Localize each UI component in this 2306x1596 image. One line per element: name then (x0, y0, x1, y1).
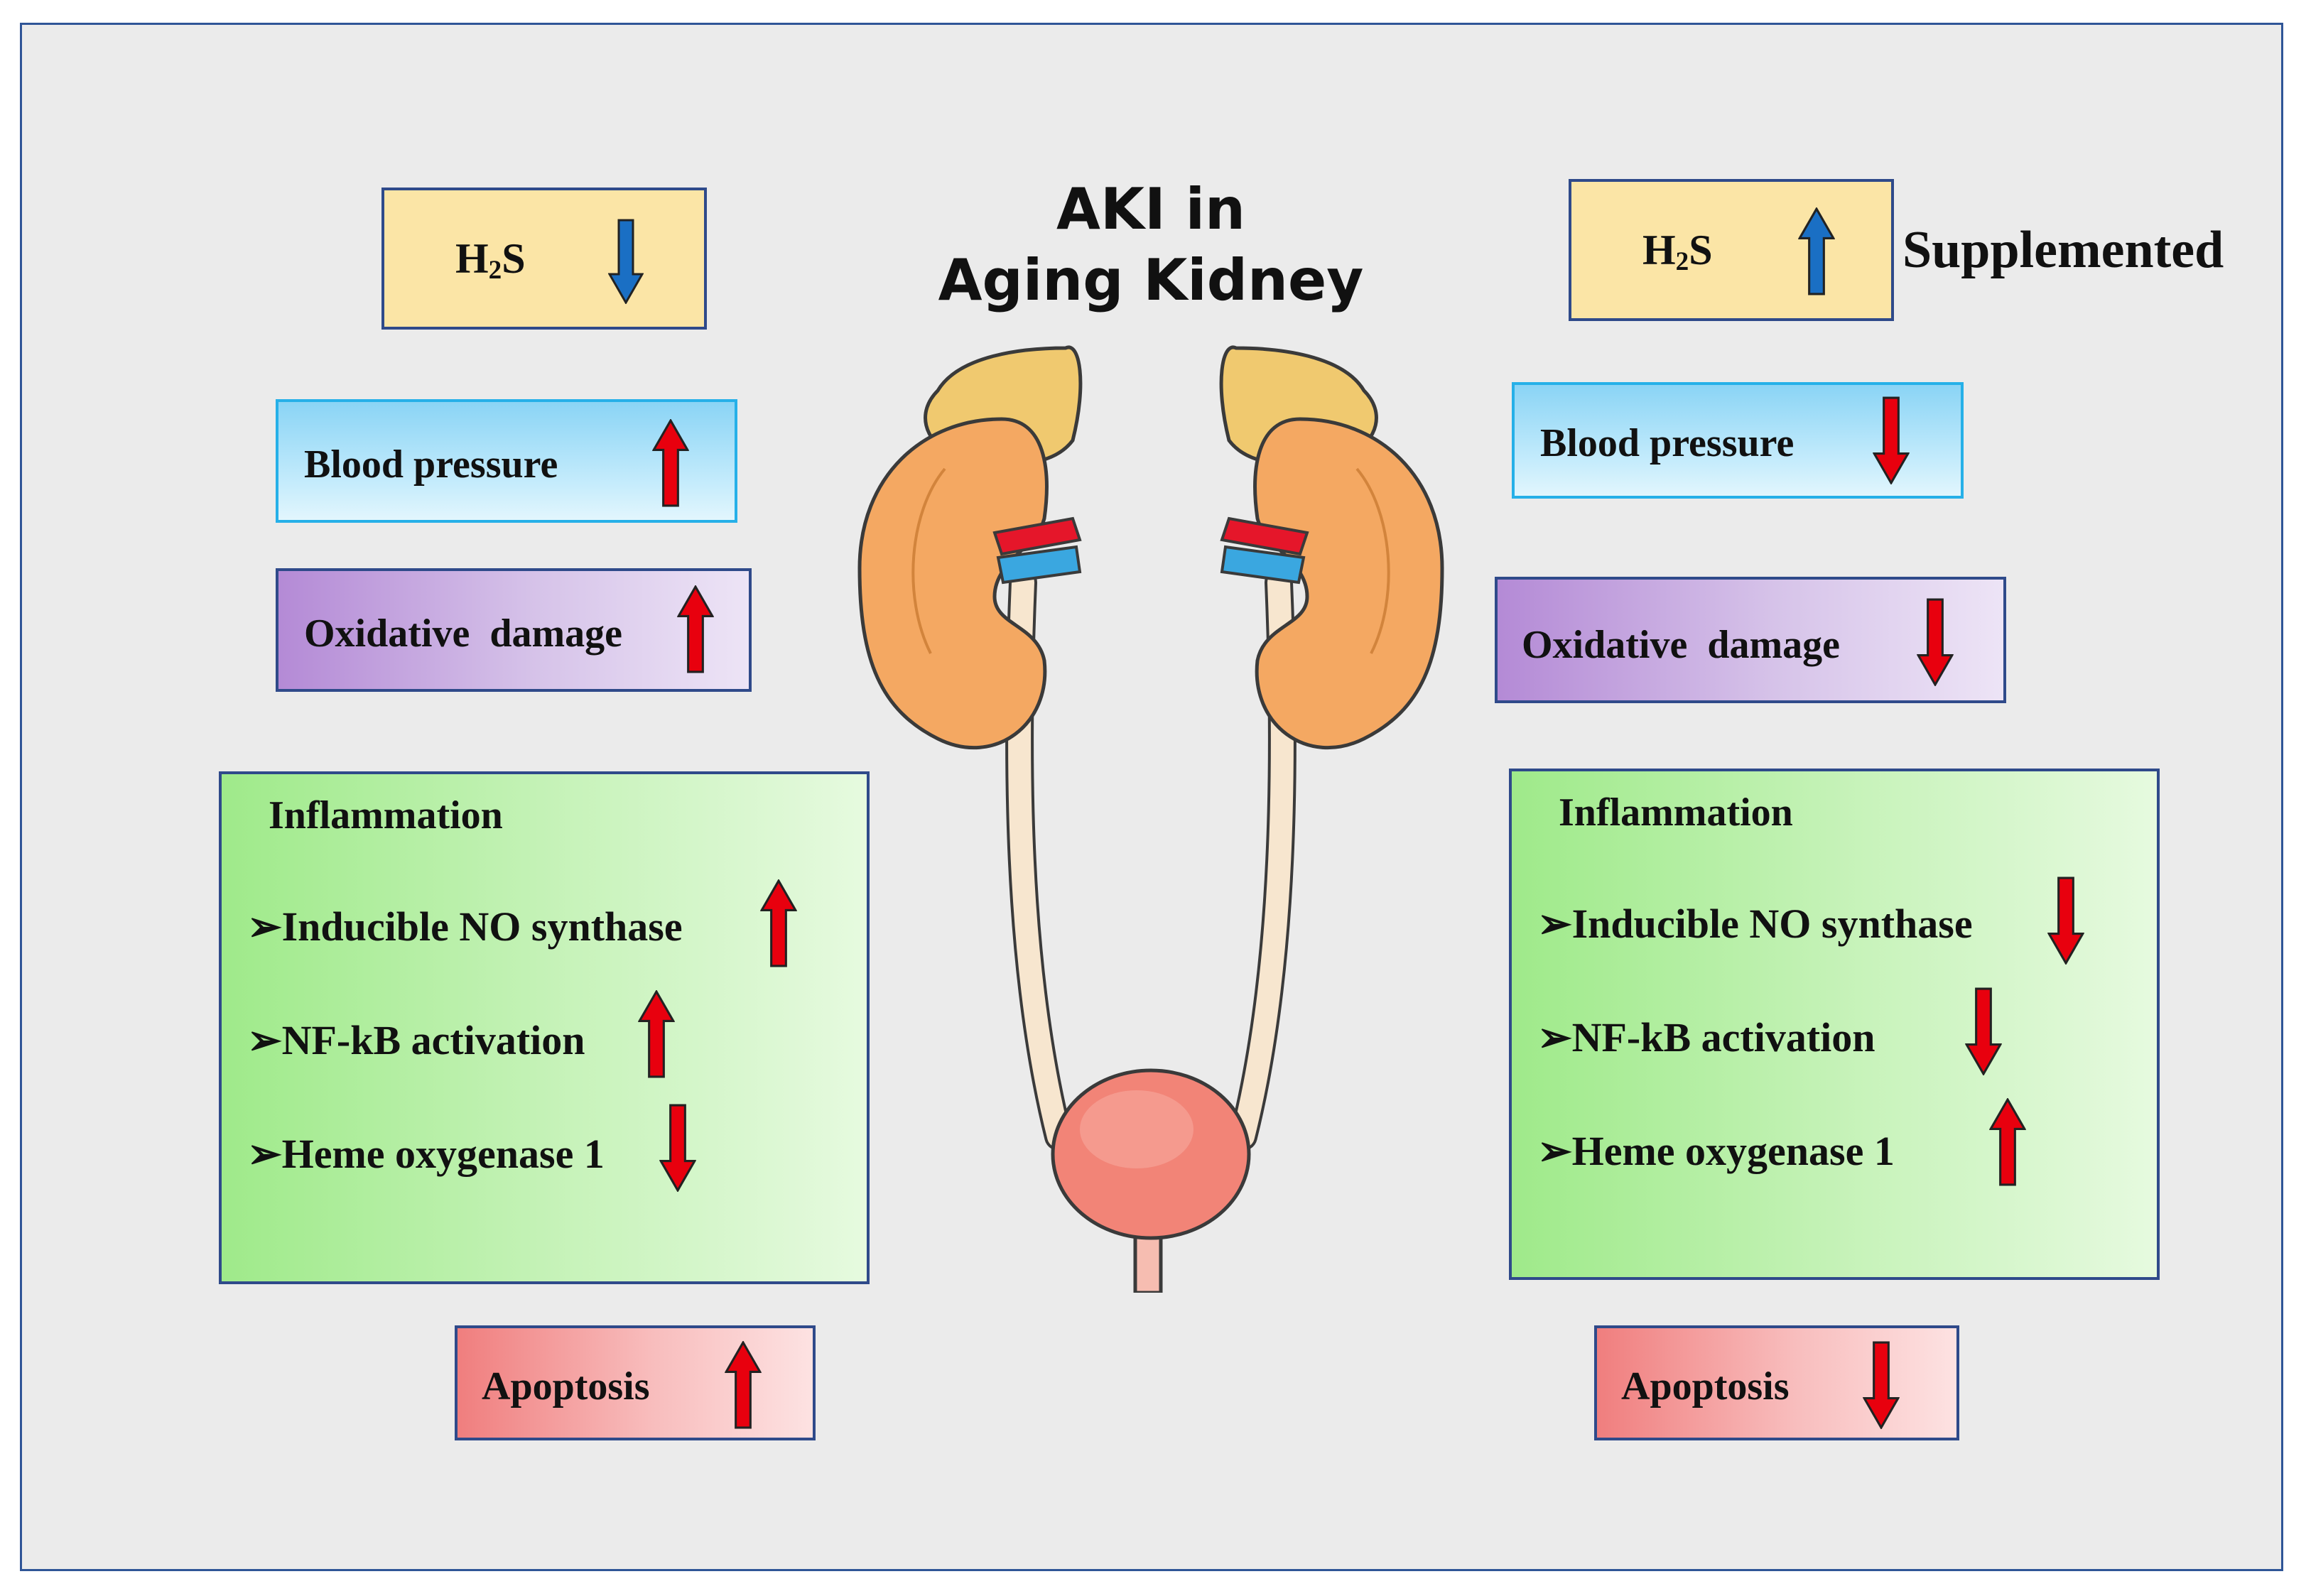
left-inos-label: ➢Inducible NO synthase (247, 903, 683, 950)
title-line-2: Aging Kidney (938, 247, 1364, 313)
right-nfkb-down-arrow (1961, 987, 2006, 1075)
left-apoptosis-up-arrow (720, 1341, 766, 1429)
right-renal-artery (1220, 516, 1309, 556)
left-inflammation-title: Inflammation (269, 793, 503, 837)
right-inos-down-arrow (2043, 876, 2089, 965)
title-line-1: AKI in (1056, 176, 1245, 242)
left-blood-pressure-label: Blood pressure (304, 443, 558, 487)
left-nfkb-up-arrow (634, 990, 679, 1078)
left-renal-vein (996, 545, 1082, 585)
right-kidney (1253, 417, 1444, 750)
kidney-illustration (857, 345, 1444, 1293)
right-inflammation-box: Inflammation ➢Inducible NO synthase ➢NF-… (1509, 769, 2160, 1280)
left-inos-up-arrow (756, 879, 801, 967)
right-h2s-box: H2S (1569, 179, 1894, 321)
left-h2s-down-arrow (601, 219, 651, 304)
right-apoptosis-label: Apoptosis (1621, 1364, 1790, 1408)
left-renal-artery (992, 516, 1082, 556)
right-nfkb-label: ➢NF-kB activation (1537, 1014, 1875, 1060)
right-ho1-label: ➢Heme oxygenase 1 (1537, 1128, 1895, 1174)
left-blood-pressure-up-arrow (648, 419, 693, 507)
left-oxidative-up-arrow (673, 585, 718, 673)
right-h2s-up-arrow (1792, 207, 1841, 295)
supplemented-label: Supplemented (1902, 221, 2224, 279)
left-oxidative-box: Oxidative damage (276, 568, 752, 692)
right-ho1-up-arrow (1985, 1098, 2030, 1186)
right-renal-vein (1220, 545, 1306, 585)
right-apoptosis-box: Apoptosis (1594, 1325, 1959, 1440)
right-oxidative-down-arrow (1912, 598, 1958, 686)
diagram-title: AKI in Aging Kidney (852, 174, 1449, 316)
right-inos-label: ➢Inducible NO synthase (1537, 901, 1973, 947)
left-blood-pressure-box: Blood pressure (276, 399, 737, 523)
right-oxidative-box: Oxidative damage (1495, 577, 2006, 703)
right-apoptosis-down-arrow (1858, 1341, 1904, 1429)
left-h2s-box: H2S (381, 188, 707, 330)
right-oxidative-label: Oxidative damage (1522, 623, 1840, 667)
left-ho1-label: ➢Heme oxygenase 1 (247, 1131, 605, 1177)
left-apoptosis-label: Apoptosis (482, 1364, 650, 1408)
right-blood-pressure-box: Blood pressure (1512, 382, 1964, 499)
right-blood-pressure-down-arrow (1868, 396, 1914, 484)
right-blood-pressure-label: Blood pressure (1540, 421, 1795, 465)
left-nfkb-label: ➢NF-kB activation (247, 1017, 585, 1063)
left-inflammation-box: Inflammation ➢Inducible NO synthase ➢NF-… (219, 771, 870, 1284)
right-inflammation-title: Inflammation (1559, 791, 1793, 835)
left-ho1-down-arrow (655, 1104, 700, 1192)
right-h2s-label: H2S (1642, 227, 1713, 277)
left-oxidative-label: Oxidative damage (304, 612, 622, 656)
left-kidney (857, 417, 1049, 750)
left-apoptosis-box: Apoptosis (455, 1325, 816, 1440)
left-h2s-label: H2S (455, 235, 526, 286)
